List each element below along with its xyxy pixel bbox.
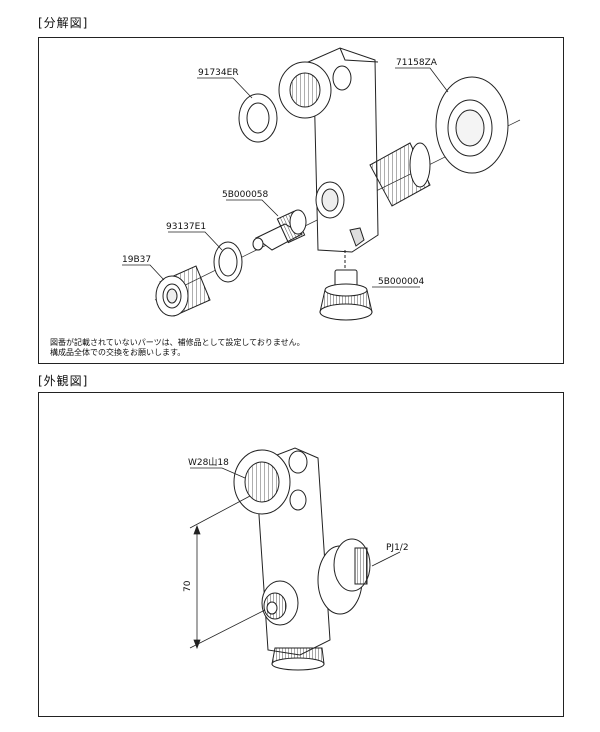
- leader-lines: [122, 67, 449, 288]
- parts-note-line-2: 構成品全体での交換をお願いします。: [50, 348, 186, 357]
- cartridge-part: [252, 209, 307, 251]
- parts-note: 図番が記載されていないパーツは、補修品として設定しておりません。 構成品全体での…: [50, 338, 305, 358]
- threaded-pipe-part: [369, 142, 431, 207]
- parts-note-line-1: 図番が記載されていないパーツは、補修品として設定しておりません。: [50, 338, 305, 347]
- part-label-19b37: 19B37: [122, 255, 151, 265]
- external-view-title: [外観図]: [38, 374, 89, 388]
- washer-part: [238, 93, 278, 143]
- external-body: [233, 447, 371, 671]
- wall-flange-part: [435, 76, 509, 174]
- adapter-part: [155, 265, 211, 317]
- pipe-spec-label: PJ1/2: [386, 543, 409, 553]
- part-label-91734er: 91734ER: [198, 68, 239, 78]
- part-label-93137e1: 93137E1: [166, 222, 206, 232]
- part-label-5b000004: 5B000004: [378, 277, 425, 287]
- thread-spec-label: W28山18: [188, 457, 229, 468]
- exploded-view-title: [分解図]: [38, 16, 89, 30]
- o-ring-part: [213, 241, 243, 283]
- part-label-5b000058: 5B000058: [222, 190, 269, 200]
- dimension-value-label: 70: [183, 580, 193, 592]
- main-body-part: [278, 47, 379, 253]
- dimension-lines: [189, 467, 401, 650]
- bottom-cap-part: [319, 250, 373, 321]
- part-label-71158za: 71158ZA: [396, 58, 438, 68]
